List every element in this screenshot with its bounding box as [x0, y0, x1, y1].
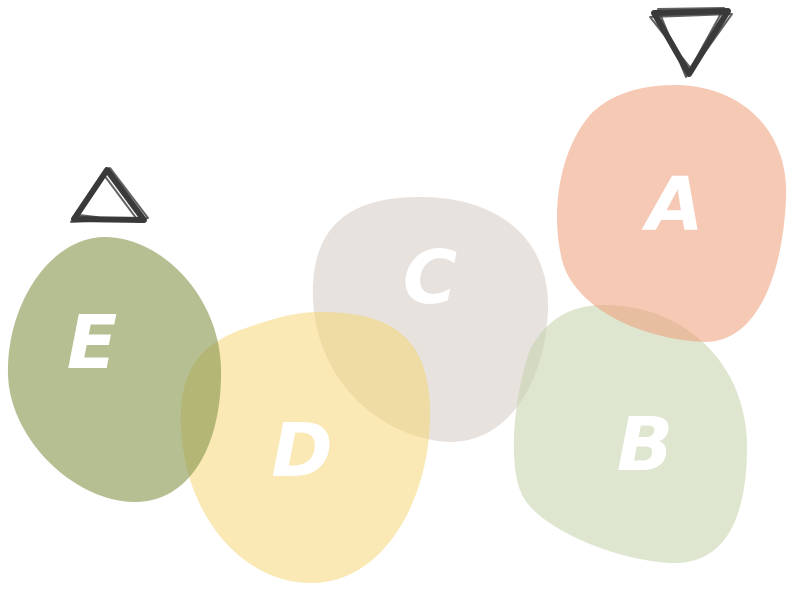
blob-e: [7, 237, 222, 502]
blob-b-label: B: [617, 402, 673, 488]
triangle-down-icon: [649, 7, 733, 78]
blob-d: [180, 312, 431, 584]
blob-d-label: D: [271, 408, 332, 494]
blob-e-label: E: [67, 300, 118, 386]
blob-c-label: C: [403, 235, 457, 321]
blob-a: [557, 85, 787, 342]
blob-a-label: A: [641, 162, 703, 248]
blob-b: [513, 304, 748, 564]
triangle-up-icon: [70, 167, 149, 223]
